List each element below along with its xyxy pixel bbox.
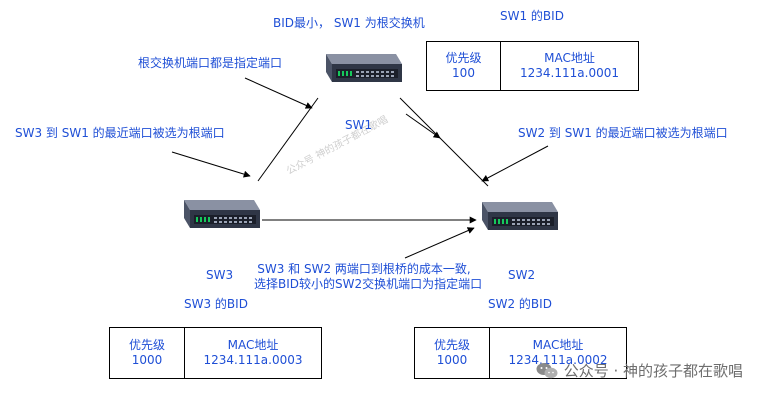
arrow-sw2-root-port (481, 145, 549, 182)
mac-value: 1234.111a.0003 (203, 353, 303, 367)
sw2-mac-cell: MAC地址 1234.111a.0002 (489, 328, 626, 378)
sw2-root-port-note: SW2 到 SW1 的最近端口被选为根端口 (518, 126, 728, 140)
sw1-priority-cell: 优先级 100 (427, 42, 500, 90)
link-sw1-sw3 (257, 97, 319, 182)
sw1-label: SW1 (345, 118, 373, 132)
link-sw1-sw2 (399, 97, 489, 187)
arrow-equal-cost (404, 227, 475, 259)
wechat-watermark: 公众号 · 神的孩子都在歌唱 (536, 360, 743, 381)
priority-label: 优先级 (128, 338, 165, 352)
arrow-sw1-designated (405, 113, 441, 139)
arrow-root-designated (244, 77, 313, 109)
sw3-mac-cell: MAC地址 1234.111a.0003 (184, 328, 321, 378)
sw2-label: SW2 (508, 268, 536, 282)
equal-cost-note: SW3 和 SW2 两端口到根桥的成本一致, 选择BID较小的SW2交换机端口为… (254, 262, 483, 292)
mac-label: MAC地址 (227, 338, 279, 352)
arrow-sw3-root-port (171, 151, 251, 178)
priority-value: 100 (452, 66, 475, 80)
sw1-bid-title: SW1 的BID (500, 9, 564, 23)
mac-value: 1234.111a.0001 (520, 66, 619, 80)
sw1-mac-cell: MAC地址 1234.111a.0001 (500, 42, 638, 90)
mac-value: 1234.111a.0002 (508, 353, 608, 367)
root-bridge-note: BID最小， SW1 为根交换机 (273, 16, 425, 30)
priority-label: 优先级 (433, 338, 470, 352)
sw3-priority-cell: 优先级 1000 (110, 328, 184, 378)
sw2-switch-icon (482, 202, 558, 230)
equal-cost-line1: SW3 和 SW2 两端口到根桥的成本一致, (257, 262, 471, 276)
watermark-text: 公众号 · 神的孩子都在歌唱 (563, 362, 743, 380)
root-ports-designated-note: 根交换机端口都是指定端口 (138, 56, 283, 70)
sw3-bid-table: 优先级 1000 MAC地址 1234.111a.0003 (109, 327, 322, 379)
sw3-bid-title: SW3 的BID (184, 297, 248, 311)
sw2-bid-table: 优先级 1000 MAC地址 1234.111a.0002 (414, 327, 627, 379)
sw3-root-port-note: SW3 到 SW1 的最近端口被选为根端口 (15, 126, 225, 140)
mac-label: MAC地址 (532, 338, 584, 352)
equal-cost-line2: 选择BID较小的SW2交换机端口为指定端口 (254, 277, 483, 291)
priority-value: 1000 (436, 353, 468, 367)
sw1-bid-table: 优先级 100 MAC地址 1234.111a.0001 (426, 41, 639, 91)
sw2-priority-cell: 优先级 1000 (415, 328, 489, 378)
sw2-bid-title: SW2 的BID (488, 297, 552, 311)
sw1-switch-icon (326, 54, 402, 82)
priority-value: 1000 (131, 353, 163, 367)
wechat-icon (536, 362, 558, 378)
sw3-switch-icon (184, 200, 260, 228)
sw3-label: SW3 (206, 268, 234, 282)
priority-label: 优先级 (445, 51, 482, 65)
mac-label: MAC地址 (544, 51, 595, 65)
